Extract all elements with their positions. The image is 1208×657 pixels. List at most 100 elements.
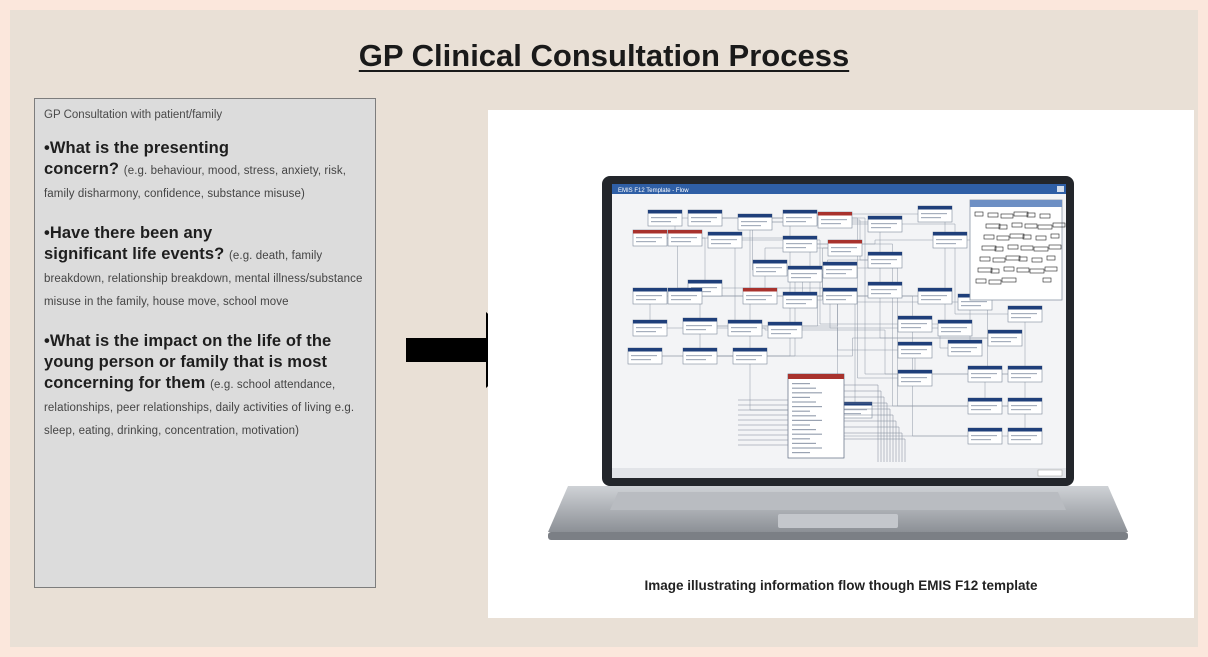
thumbnail-node (1031, 257, 1043, 263)
diagram-connector (762, 327, 768, 331)
diagram-node-line (941, 331, 961, 333)
thumbnail-node (1046, 255, 1056, 261)
thumbnail-node (979, 256, 991, 262)
question-impact: •What is the impact on the life of the y… (44, 331, 365, 442)
diagram-node-line (741, 225, 761, 227)
diagram-node-line (826, 273, 846, 275)
diagram-node-line (921, 295, 947, 297)
thumbnail-node (994, 246, 1004, 252)
diagram-node-line (686, 359, 706, 361)
thumbnail-node (1016, 267, 1030, 273)
diagram-node-line (871, 293, 891, 295)
thumbnail-node (1020, 245, 1034, 251)
diagram-node-line (1011, 439, 1031, 441)
diagram-node-line (636, 237, 662, 239)
diagram-node-line (971, 377, 991, 379)
diagram-node-header (768, 322, 802, 326)
diagram-node-line (921, 213, 947, 215)
question-presenting-concern: •What is the presenting concern? (e.g. b… (44, 138, 365, 205)
diagram-node-line (971, 435, 997, 437)
diagram-node-line (786, 247, 806, 249)
window-titlebar (612, 184, 1066, 194)
thumbnail-node (1000, 213, 1014, 219)
diagram-bus-line (738, 396, 885, 462)
close-icon (1057, 186, 1064, 192)
diagram-node-line (711, 243, 731, 245)
diagram-list-line (792, 447, 822, 449)
diagram-node-line (756, 267, 782, 269)
diagram-node-header (683, 318, 717, 322)
diagram-list-line (792, 396, 810, 398)
diagram-node-line (756, 271, 776, 273)
diagram-node-line (686, 355, 712, 357)
diagram-node-line (746, 299, 766, 301)
diagram-node-header (683, 348, 717, 352)
diagram-node-line (871, 259, 897, 261)
diagram-node-line (821, 219, 847, 221)
diagram-node-line (786, 221, 806, 223)
diagram-node-line (686, 329, 706, 331)
thumbnail-node (1005, 255, 1021, 261)
thumbnail-node (1029, 268, 1045, 274)
diagram-node-header (938, 320, 972, 324)
diagram-node-line (871, 289, 897, 291)
diagram-node-line (786, 303, 806, 305)
diagram-node-line (971, 405, 997, 407)
diagram-node-header (668, 288, 702, 292)
thumbnail-node (1026, 212, 1036, 218)
diagram-node-line (691, 217, 717, 219)
diagram-node-line (651, 221, 671, 223)
diagram-node-header (1008, 398, 1042, 402)
diagram-bus-line (738, 420, 897, 462)
question-title: •What is the presenting (44, 139, 230, 157)
diagram-node-line (821, 223, 841, 225)
thumbnail-node (990, 268, 1000, 274)
thumbnail-node (981, 245, 997, 251)
diagram-node-header (783, 210, 817, 214)
thumbnail-node (983, 234, 995, 240)
thumbnail-node (1044, 266, 1058, 272)
diagram-node-line (841, 413, 861, 415)
question-title-cont: significant life events? (44, 245, 225, 263)
diagram-node-line (741, 221, 767, 223)
diagram-node-line (951, 351, 971, 353)
thumbnail-node (1018, 256, 1028, 262)
thumbnail-node (996, 235, 1010, 241)
diagram-node-line (871, 227, 891, 229)
diagram-node-line (936, 239, 962, 241)
diagram-node-line (901, 349, 927, 351)
close-button (1037, 469, 1063, 477)
diagram-node-header (708, 232, 742, 236)
diagram-node-line (691, 221, 711, 223)
diagram-node-line (636, 295, 662, 297)
diagram-node-line (901, 327, 921, 329)
diagram-node-header (728, 320, 762, 324)
thumbnail-node (1050, 233, 1060, 239)
diagram-node-line (746, 295, 772, 297)
diagram-node-line (991, 337, 1017, 339)
diagram-bus-line (738, 414, 894, 462)
diagram-node-header (688, 280, 722, 284)
thumbnail-node (1003, 266, 1015, 272)
diagram-node-line (671, 237, 697, 239)
diagram-node-line (636, 331, 656, 333)
diagram-node-line (991, 341, 1011, 343)
thumbnail-node (1052, 222, 1066, 228)
diagram-node-line (731, 331, 751, 333)
diagram-connector (902, 223, 1008, 315)
diagram-node-line (841, 409, 867, 411)
thumbnail-node (1022, 234, 1032, 240)
diagram-node-line (636, 327, 662, 329)
thumbnail-node (1024, 223, 1038, 229)
slide: GP Clinical Consultation Process GP Cons… (10, 10, 1198, 647)
diagram-node-line (636, 299, 656, 301)
diagram-node-header (933, 232, 967, 236)
laptop-trackpad (778, 514, 898, 528)
image-caption: Image illustrating information flow thou… (644, 578, 1038, 593)
diagram-node-line (671, 299, 691, 301)
diagram-bus-line (738, 432, 903, 462)
thumbnail-node (1035, 235, 1047, 241)
diagram-list-node-header (788, 374, 844, 379)
diagram-node-line (671, 295, 697, 297)
diagram-node-header (1008, 306, 1042, 310)
